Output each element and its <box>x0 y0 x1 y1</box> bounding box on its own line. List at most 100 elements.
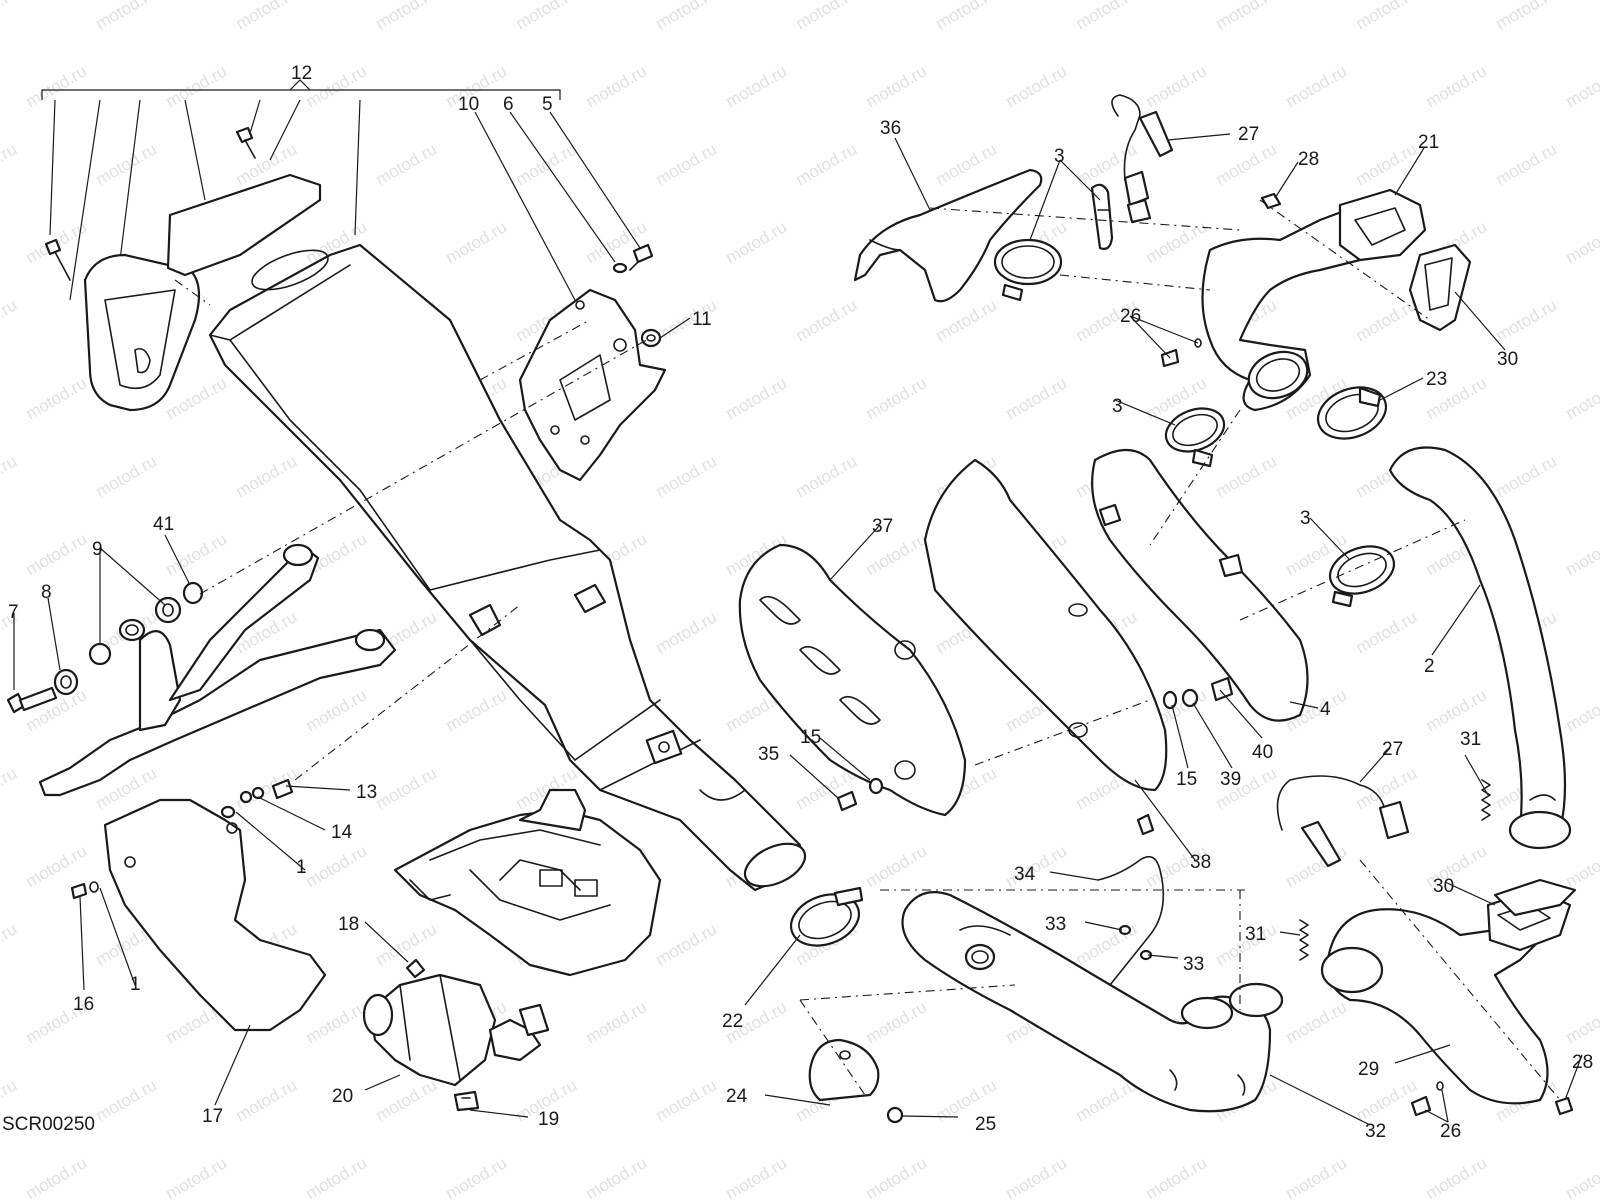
callout-29: 29 <box>1358 1059 1379 1080</box>
watermark-text: motod.ru <box>1493 295 1561 345</box>
washer-9-b <box>154 596 182 624</box>
watermark-text: motod.ru <box>1003 61 1071 111</box>
watermark-text: motod.ru <box>373 919 441 969</box>
watermark-text: motod.ru <box>0 0 20 33</box>
watermark-text: motod.ru <box>1563 841 1600 891</box>
callout-17: 17 <box>202 1106 223 1127</box>
washer-15-right <box>1162 690 1178 710</box>
watermark-text: motod.ru <box>23 841 91 891</box>
clip-40 <box>1210 676 1234 702</box>
header-2 <box>1388 446 1572 850</box>
watermark-text: motod.ru <box>1213 0 1281 33</box>
watermark-text: motod.ru <box>303 841 371 891</box>
watermark-text: motod.ru <box>1283 61 1351 111</box>
callout-18: 18 <box>338 914 359 935</box>
watermark-text: motod.ru <box>1353 607 1421 657</box>
heat-shield-38 <box>923 458 1168 792</box>
top-screws <box>44 126 256 281</box>
silencer-mount-bracket <box>518 288 667 482</box>
watermark-text: motod.ru <box>373 139 441 189</box>
bolt-7 <box>6 686 58 714</box>
callout-13: 13 <box>356 782 377 803</box>
washer-6 <box>612 262 628 274</box>
spring-31-bottom <box>1299 919 1309 961</box>
watermark-text: motod.ru <box>653 607 721 657</box>
watermark-text: motod.ru <box>793 451 861 501</box>
watermark-text: motod.ru <box>0 295 20 345</box>
watermark-text: motod.ru <box>23 1153 91 1200</box>
callout-12: 12 <box>291 63 312 84</box>
callout-27-bottom: 27 <box>1382 739 1403 760</box>
watermark-text: motod.ru <box>303 997 371 1047</box>
callout-28-bottom: 28 <box>1572 1052 1593 1073</box>
callout-25: 25 <box>975 1114 996 1135</box>
drawing-code: SCR00250 <box>2 1114 95 1135</box>
watermark-text: motod.ru <box>233 1075 301 1125</box>
clamp-3-strap <box>1090 183 1114 250</box>
lambda-sensor-27-bottom <box>1276 775 1410 868</box>
footrest-hanger <box>38 543 397 797</box>
silencer-body <box>208 243 807 892</box>
callout-9: 9 <box>92 539 103 560</box>
callout-1-a: 1 <box>296 857 307 878</box>
flange-21 <box>1338 188 1427 262</box>
cover-24 <box>808 1038 880 1102</box>
watermark-text: motod.ru <box>373 0 441 33</box>
watermark-text: motod.ru <box>0 763 20 813</box>
watermark-text: motod.ru <box>23 373 91 423</box>
watermark-text: motod.ru <box>1423 1153 1491 1200</box>
clamp-3-mid <box>1164 407 1226 468</box>
temp-sensor-34 <box>1097 813 1165 986</box>
watermark-text: motod.ru <box>0 139 20 189</box>
watermark-text: motod.ru <box>1423 61 1491 111</box>
watermark-text: motod.ru <box>1563 529 1600 579</box>
callout-5: 5 <box>542 94 553 115</box>
watermark-text: motod.ru <box>1213 451 1281 501</box>
callout-40: 40 <box>1252 742 1273 763</box>
callout-33-b: 33 <box>1183 954 1204 975</box>
callout-10: 10 <box>458 94 479 115</box>
callout-28-top: 28 <box>1298 149 1319 170</box>
watermark-text: motod.ru <box>23 61 91 111</box>
watermark-text: motod.ru <box>583 1153 651 1200</box>
watermark-text: motod.ru <box>933 139 1001 189</box>
nut-25 <box>886 1106 904 1124</box>
callout-22: 22 <box>722 1011 743 1032</box>
spring-31-top <box>1481 779 1491 821</box>
watermark-text: motod.ru <box>723 61 791 111</box>
watermark-text: motod.ru <box>0 451 20 501</box>
watermark-text: motod.ru <box>443 1153 511 1200</box>
washer-9-a <box>88 642 112 666</box>
clip-13 <box>271 778 294 800</box>
heat-shield-36 <box>853 168 1043 303</box>
nut-28-bottom <box>1554 1096 1574 1116</box>
watermark-text: motod.ru <box>443 685 511 735</box>
washers-1-14 <box>220 786 265 819</box>
servo-motor-20 <box>362 973 550 1087</box>
watermark-text: motod.ru <box>513 0 581 33</box>
callout-6: 6 <box>503 94 514 115</box>
watermark-text: motod.ru <box>93 451 161 501</box>
callout-4: 4 <box>1320 699 1331 720</box>
callout-34: 34 <box>1014 864 1036 885</box>
assembly-lines <box>174 199 1561 1101</box>
watermark-text: motod.ru <box>653 0 721 33</box>
watermark-text: motod.ru <box>653 139 721 189</box>
callout-38: 38 <box>1190 852 1211 873</box>
washer-15-left <box>868 777 884 795</box>
callout-21: 21 <box>1418 132 1439 153</box>
watermark-text: motod.ru <box>653 451 721 501</box>
watermark-text: motod.ru <box>793 295 861 345</box>
watermark-text: motod.ru <box>233 0 301 33</box>
callout-15-left: 15 <box>800 727 821 748</box>
watermark-text: motod.ru <box>793 139 861 189</box>
watermark-text: motod.ru <box>1283 1153 1351 1200</box>
callout-14: 14 <box>331 822 353 843</box>
gasket-30-top <box>1408 243 1472 332</box>
leader-lines <box>13 111 1583 1126</box>
clamp-22 <box>790 886 864 947</box>
watermark-text: motod.ru <box>1563 685 1600 735</box>
bolt-5 <box>629 243 654 271</box>
callout-3-right: 3 <box>1300 508 1311 529</box>
